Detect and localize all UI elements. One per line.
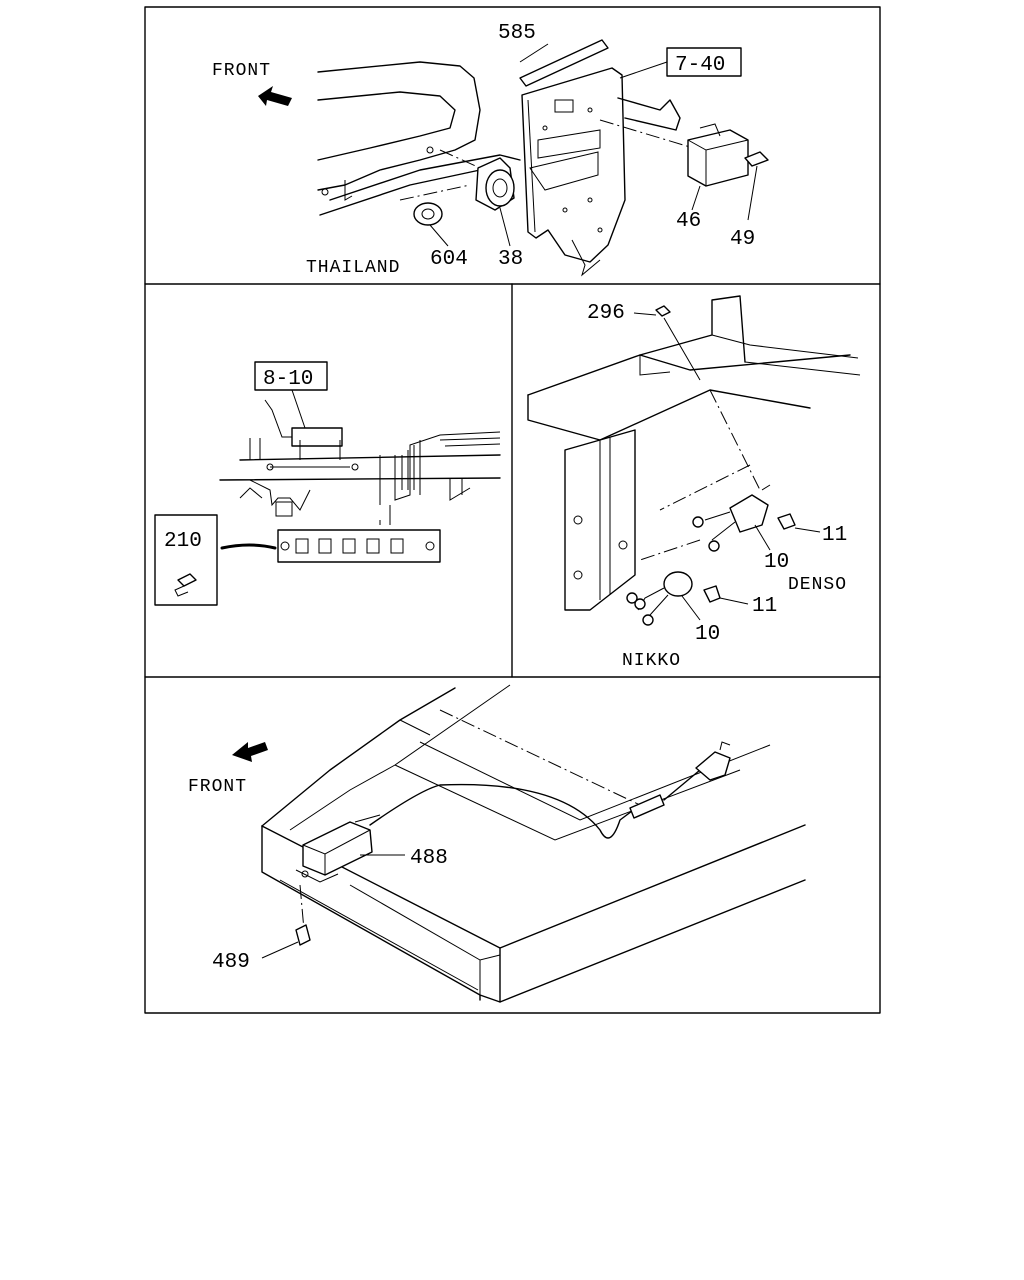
part-label-11-nikko: 11 xyxy=(752,595,777,618)
maker-label-denso: DENSO xyxy=(788,575,847,595)
front-arrow-icon xyxy=(258,86,292,106)
cable-connector xyxy=(695,751,731,781)
front-label: FRONT xyxy=(188,777,247,797)
bolt-icon xyxy=(177,573,197,587)
cable-spring xyxy=(629,794,665,819)
front-label: FRONT xyxy=(212,61,271,81)
slotted-bar xyxy=(277,529,441,563)
washer-part xyxy=(413,202,443,226)
part-label-488: 488 xyxy=(410,847,448,870)
part-label-38: 38 xyxy=(498,248,523,271)
part-label-10-denso: 10 xyxy=(764,551,789,574)
sensor-cable xyxy=(369,783,641,839)
bolt-part xyxy=(744,151,769,167)
part-label-296: 296 xyxy=(587,302,625,325)
sensor-unit xyxy=(302,821,373,876)
part-label-49: 49 xyxy=(730,228,755,251)
bolt-part-489 xyxy=(295,924,311,946)
nikko-bolt xyxy=(703,585,721,603)
frame-rail-outer xyxy=(261,687,456,827)
maker-label-nikko: NIKKO xyxy=(622,651,681,671)
nut-part xyxy=(655,305,671,317)
part-label-10-nikko: 10 xyxy=(695,623,720,646)
nikko-switch xyxy=(663,571,693,597)
frame-rail xyxy=(317,61,481,191)
ref-label-8-10: 8-10 xyxy=(263,368,313,391)
diagram-frame xyxy=(144,6,881,1014)
part-label-585: 585 xyxy=(498,22,536,45)
denso-bolt xyxy=(777,513,796,530)
bracket-plate xyxy=(521,67,626,263)
part-label-604: 604 xyxy=(430,248,468,271)
ref-box-8-10 xyxy=(254,361,328,391)
middle-left-panel: 8-10 210 xyxy=(154,361,501,606)
part-label-489: 489 xyxy=(212,951,250,974)
part-label-210: 210 xyxy=(164,530,202,553)
inset-box-210 xyxy=(154,514,218,606)
part-label-11-denso: 11 xyxy=(822,524,847,547)
denso-switch xyxy=(729,494,769,533)
bearing-part xyxy=(485,169,515,207)
bottom-panel: FRONT 488 489 xyxy=(188,684,806,1003)
tube-part xyxy=(519,39,609,87)
top-panel: FRONT 585 7-40 xyxy=(212,22,769,278)
ref-label-7-40: 7-40 xyxy=(675,54,725,77)
relay-part xyxy=(687,129,749,187)
middle-right-panel: 296 11 10 DENSO xyxy=(527,295,861,671)
part-label-46: 46 xyxy=(676,210,701,233)
front-arrow-icon xyxy=(232,742,268,762)
cross-member xyxy=(527,295,746,396)
region-label-thailand: THAILAND xyxy=(306,258,400,278)
